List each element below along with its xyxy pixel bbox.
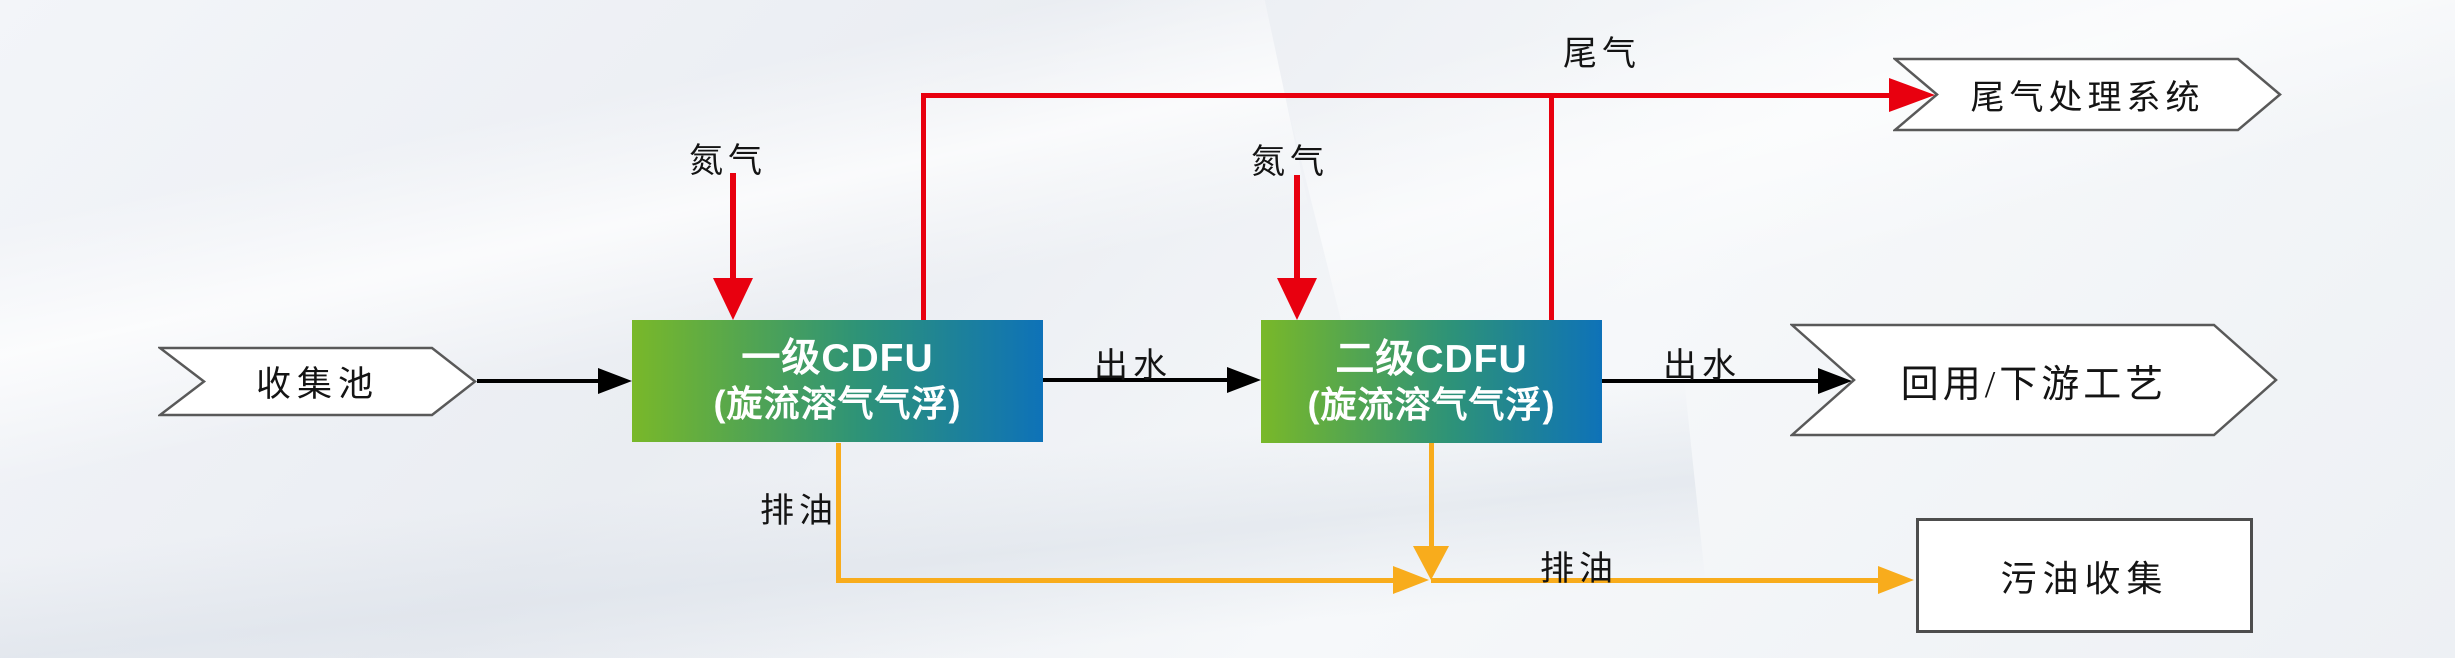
node-collection-pool: 收集池 — [158, 346, 477, 417]
collection-pool-label: 收集池 — [255, 365, 379, 404]
oil-arrowhead-into-waste-collection — [1878, 566, 1914, 594]
node-cdfu-stage1: 一级CDFU (旋流溶气气浮) — [632, 320, 1043, 442]
oil-drain-label-2: 排油 — [1540, 551, 1618, 588]
line-cdfu2-to-reuse — [1602, 379, 1818, 383]
tailgas-riser-cdfu2 — [1549, 93, 1554, 320]
reuse-downstream-label: 回用/下游工艺 — [1900, 363, 2168, 406]
oil-line-to-waste-collection — [1431, 578, 1878, 583]
cdfu2-title: 二级CDFU — [1335, 337, 1528, 381]
oil-line-cdfu1-horizontal — [836, 578, 1393, 583]
effluent-label-1: 出水 — [1094, 348, 1172, 385]
arrowhead-into-cdfu1 — [598, 368, 632, 394]
tail-gas-label: 尾气 — [1563, 36, 1641, 73]
nitrogen-arrow-1-shaft — [730, 173, 736, 280]
tailgas-system-label: 尾气处理系统 — [1970, 80, 2205, 117]
oil-line-cdfu1-down — [836, 443, 841, 583]
chevron-shape — [1893, 57, 2282, 132]
tailgas-line-horizontal — [921, 93, 1889, 98]
arrowhead-into-cdfu2 — [1227, 367, 1261, 393]
line-cdfu1-to-cdfu2 — [1043, 378, 1227, 382]
tailgas-riser-cdfu1 — [921, 93, 926, 320]
line-collection-to-cdfu1 — [477, 379, 598, 383]
nitrogen-arrow-1-head — [713, 278, 753, 320]
cdfu1-title: 一级CDFU — [741, 337, 934, 381]
nitrogen-arrow-2-head — [1277, 278, 1317, 320]
cdfu2-subtitle: (旋流溶气气浮) — [1307, 383, 1556, 425]
background-streak — [0, 0, 1310, 544]
effluent-label-2: 出水 — [1663, 348, 1741, 385]
nitrogen-label-2: 氮气 — [1251, 144, 1329, 181]
chevron-shape — [158, 346, 477, 417]
nitrogen-arrow-2-shaft — [1294, 175, 1300, 280]
oil-line-cdfu2-down — [1429, 443, 1434, 546]
node-waste-oil-collection: 污油收集 — [1916, 518, 2253, 633]
nitrogen-label-1: 氮气 — [689, 143, 767, 180]
oil-arrowhead-cdfu2-down — [1413, 546, 1449, 580]
node-reuse-downstream: 回用/下游工艺 — [1790, 323, 2278, 437]
node-cdfu-stage2: 二级CDFU (旋流溶气气浮) — [1261, 320, 1602, 443]
cdfu1-subtitle: (旋流溶气气浮) — [713, 383, 962, 425]
oil-drain-label-1: 排油 — [760, 493, 838, 530]
chevron-shape — [1790, 323, 2278, 437]
node-tailgas-system: 尾气处理系统 — [1893, 57, 2282, 132]
